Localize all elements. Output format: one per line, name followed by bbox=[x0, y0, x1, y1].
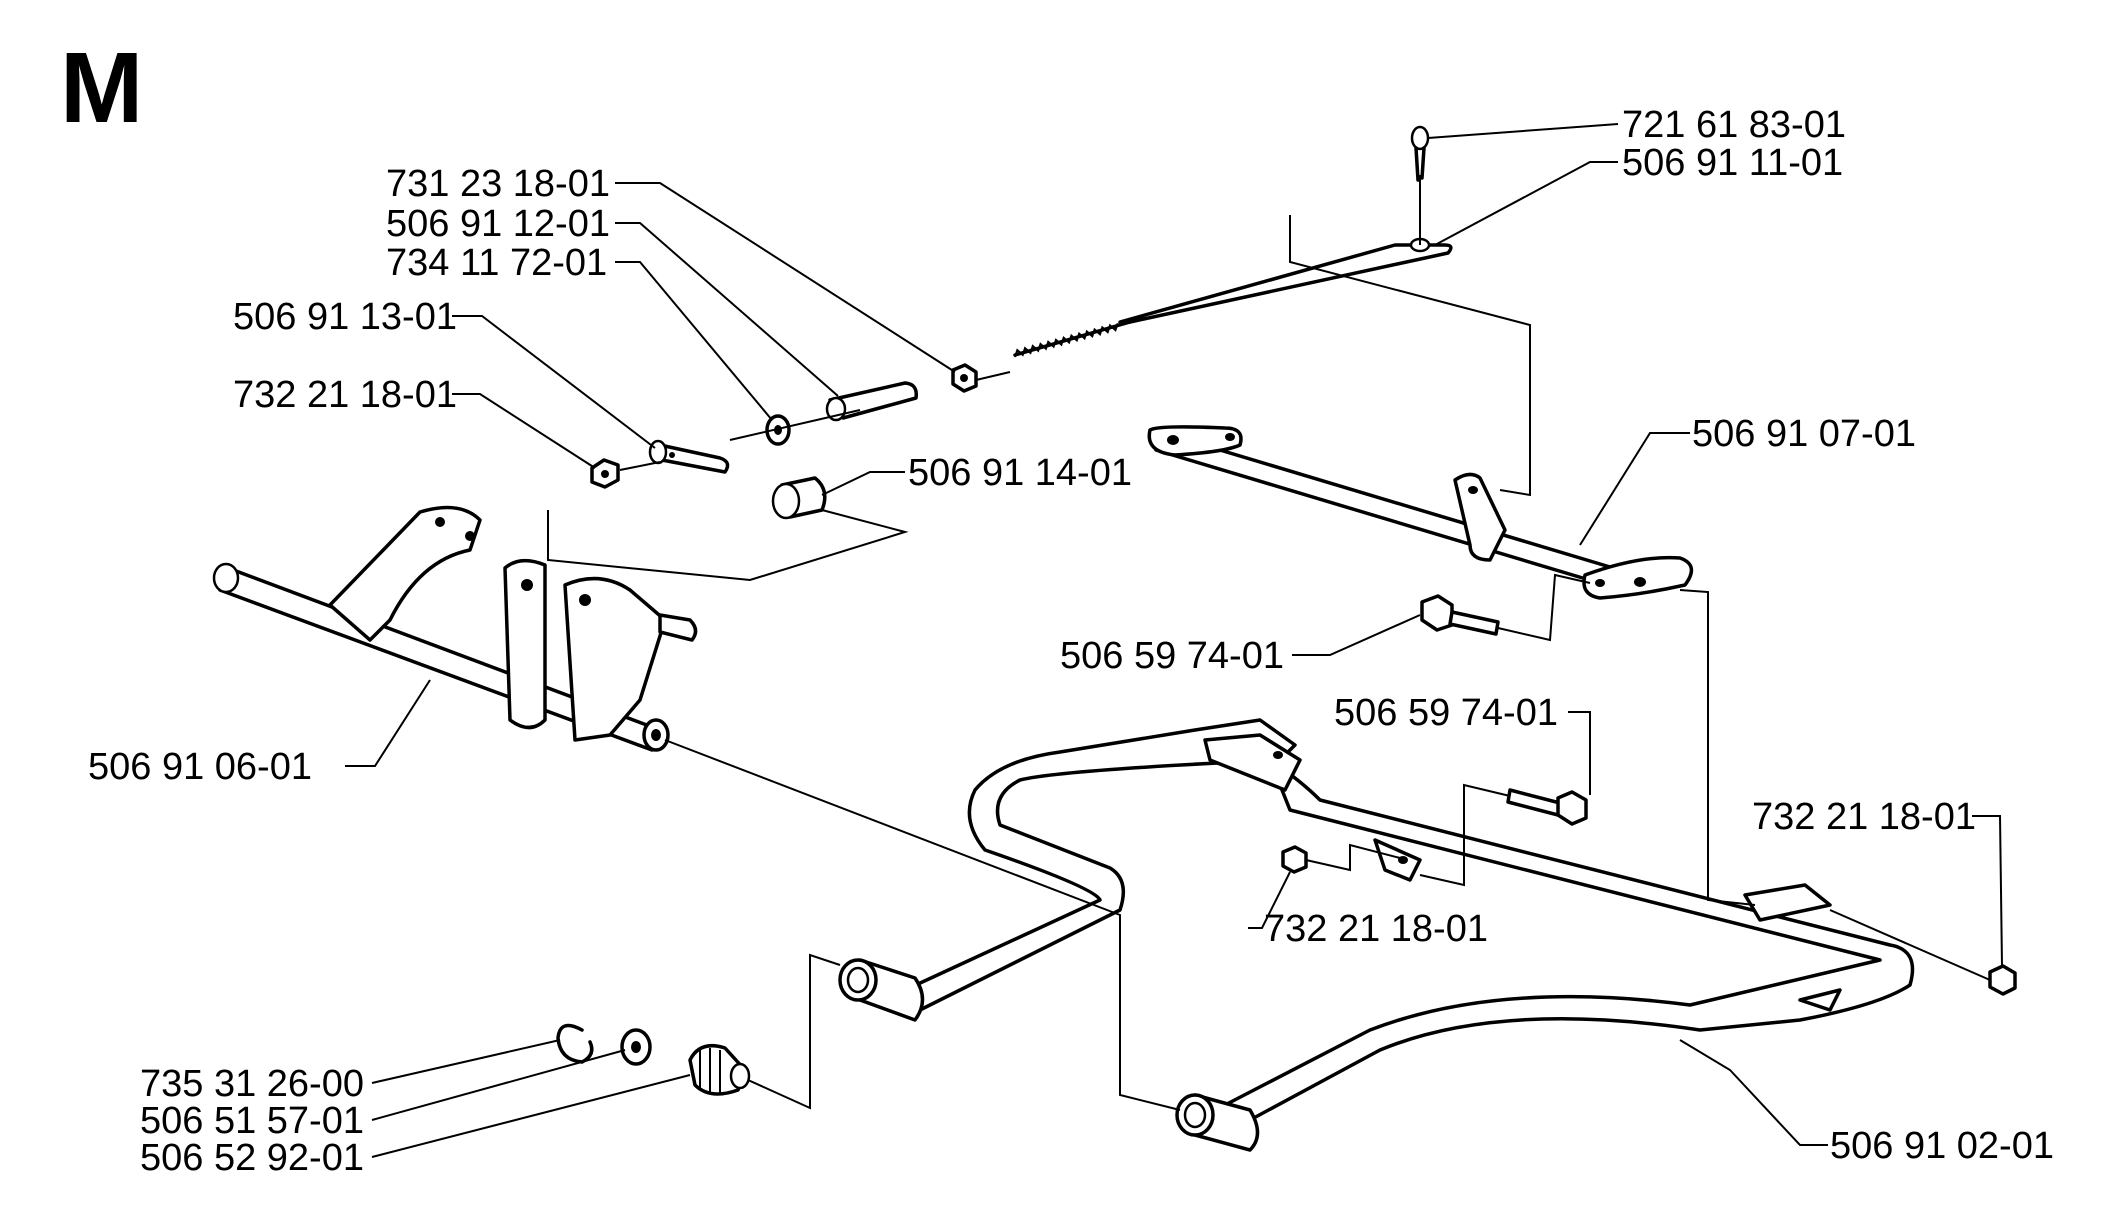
assembly-lines bbox=[547, 175, 1991, 1111]
bolt-part-middle bbox=[1506, 788, 1588, 826]
control-rod-part bbox=[1013, 237, 1453, 358]
part-label: 506 59 74-01 bbox=[1060, 635, 1284, 677]
circlip-part bbox=[556, 1023, 594, 1064]
part-label: 506 52 92-01 bbox=[140, 1137, 364, 1179]
part-labels: 721 61 83-01 506 91 11-01 731 23 18-01 5… bbox=[88, 104, 2054, 1179]
part-label: 506 91 07-01 bbox=[1692, 413, 1916, 455]
part-label: 506 51 57-01 bbox=[140, 1100, 364, 1142]
spacer-part bbox=[771, 476, 827, 520]
washer-part-upper bbox=[765, 414, 791, 446]
cotter-pin-part bbox=[1410, 125, 1430, 182]
part-label: 506 91 11-01 bbox=[1622, 142, 1843, 184]
part-label: 506 91 14-01 bbox=[908, 452, 1132, 494]
part-label: 731 23 18-01 bbox=[386, 163, 610, 205]
main-frame-part bbox=[838, 718, 1915, 1152]
part-label: 732 21 18-01 bbox=[1264, 908, 1488, 950]
part-label: 734 11 72-01 bbox=[386, 242, 607, 284]
part-label: 506 91 13-01 bbox=[233, 296, 457, 338]
bushing-part bbox=[688, 1044, 751, 1096]
nut-part-middle bbox=[1281, 845, 1308, 874]
nut-part-right bbox=[1988, 964, 2017, 996]
part-label: 732 21 18-01 bbox=[233, 374, 457, 416]
bolt-part-upper bbox=[1420, 594, 1500, 636]
part-label: 732 21 18-01 bbox=[1752, 796, 1976, 838]
part-label: 735 31 26-00 bbox=[140, 1063, 364, 1105]
label-leaders bbox=[345, 123, 2003, 1158]
pivot-shaft-assembly-part bbox=[212, 505, 698, 752]
part-label: 506 91 02-01 bbox=[1830, 1125, 2054, 1167]
washer-part-lower bbox=[620, 1028, 652, 1066]
part-label: 506 91 06-01 bbox=[88, 746, 312, 788]
part-label: 506 59 74-01 bbox=[1334, 692, 1558, 734]
nut-part-left bbox=[590, 458, 620, 489]
part-label: 721 61 83-01 bbox=[1622, 104, 1846, 146]
part-label: 506 91 12-01 bbox=[386, 203, 610, 245]
upper-shaft-part bbox=[1147, 425, 1694, 600]
pin-part bbox=[648, 409, 861, 474]
nut-part-upper bbox=[951, 363, 978, 393]
diagram-title: M bbox=[60, 32, 143, 144]
